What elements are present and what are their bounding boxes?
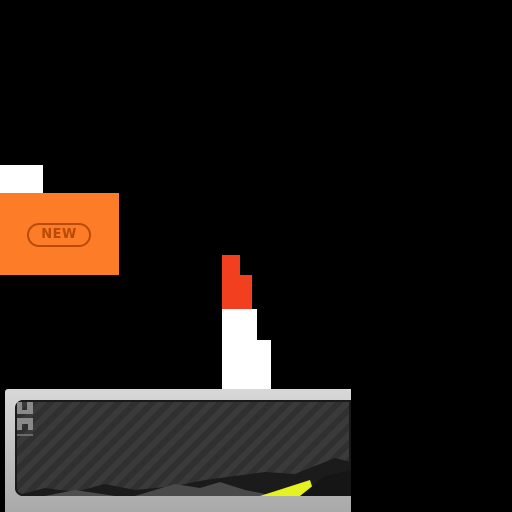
screen-landscape (15, 458, 351, 496)
mountain-light (135, 482, 275, 496)
white-tab (0, 165, 43, 193)
mountain-mid (45, 490, 115, 496)
vr-logo-icon (17, 402, 33, 436)
new-badge: NEW (27, 223, 91, 247)
yellow-accent-shape (260, 480, 315, 496)
red-block-top (222, 255, 240, 275)
dark-foreground-shape (300, 470, 351, 496)
white-block-bottom (222, 340, 271, 390)
mountain-dark (15, 458, 351, 496)
bottom-screen (15, 400, 351, 496)
red-block-bottom (222, 275, 252, 309)
new-item-panel[interactable] (0, 193, 119, 275)
white-block-middle (222, 309, 257, 340)
